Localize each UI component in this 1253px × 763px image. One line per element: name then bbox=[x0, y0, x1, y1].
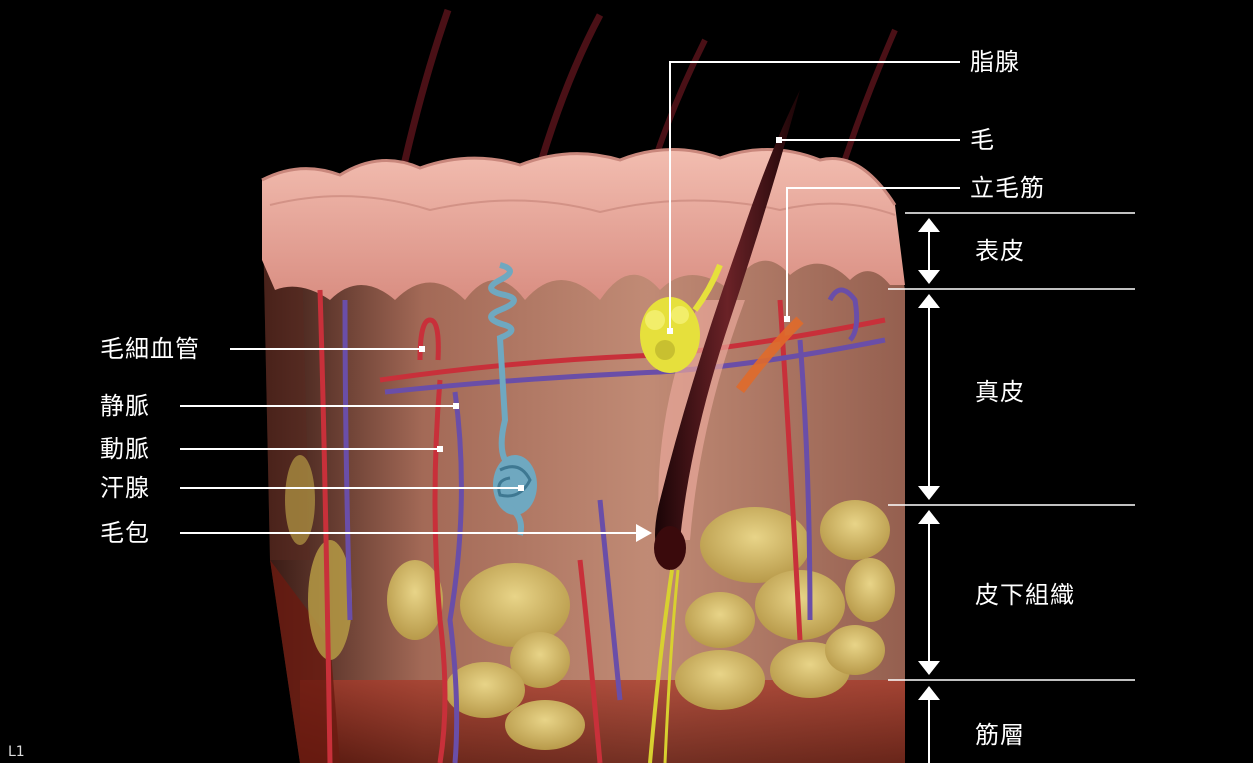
label-arrector-pili: 立毛筋 bbox=[970, 176, 1045, 200]
layer-brackets bbox=[888, 213, 1135, 680]
layer-arrows bbox=[918, 218, 940, 763]
label-sebaceous-gland: 脂腺 bbox=[970, 50, 1020, 74]
label-hair-follicle: 毛包 bbox=[100, 521, 150, 545]
label-sweat-gland: 汗腺 bbox=[100, 476, 150, 500]
label-hair: 毛 bbox=[970, 128, 995, 152]
label-muscle-layer: 筋層 bbox=[975, 723, 1025, 747]
label-vein: 静脈 bbox=[100, 394, 150, 418]
label-artery: 動脈 bbox=[100, 437, 150, 461]
label-epidermis: 表皮 bbox=[975, 239, 1025, 263]
corner-tag: L1 bbox=[8, 745, 25, 759]
label-capillary: 毛細血管 bbox=[100, 337, 200, 361]
label-subcutaneous: 皮下組織 bbox=[975, 583, 1075, 607]
label-dermis: 真皮 bbox=[975, 380, 1025, 404]
